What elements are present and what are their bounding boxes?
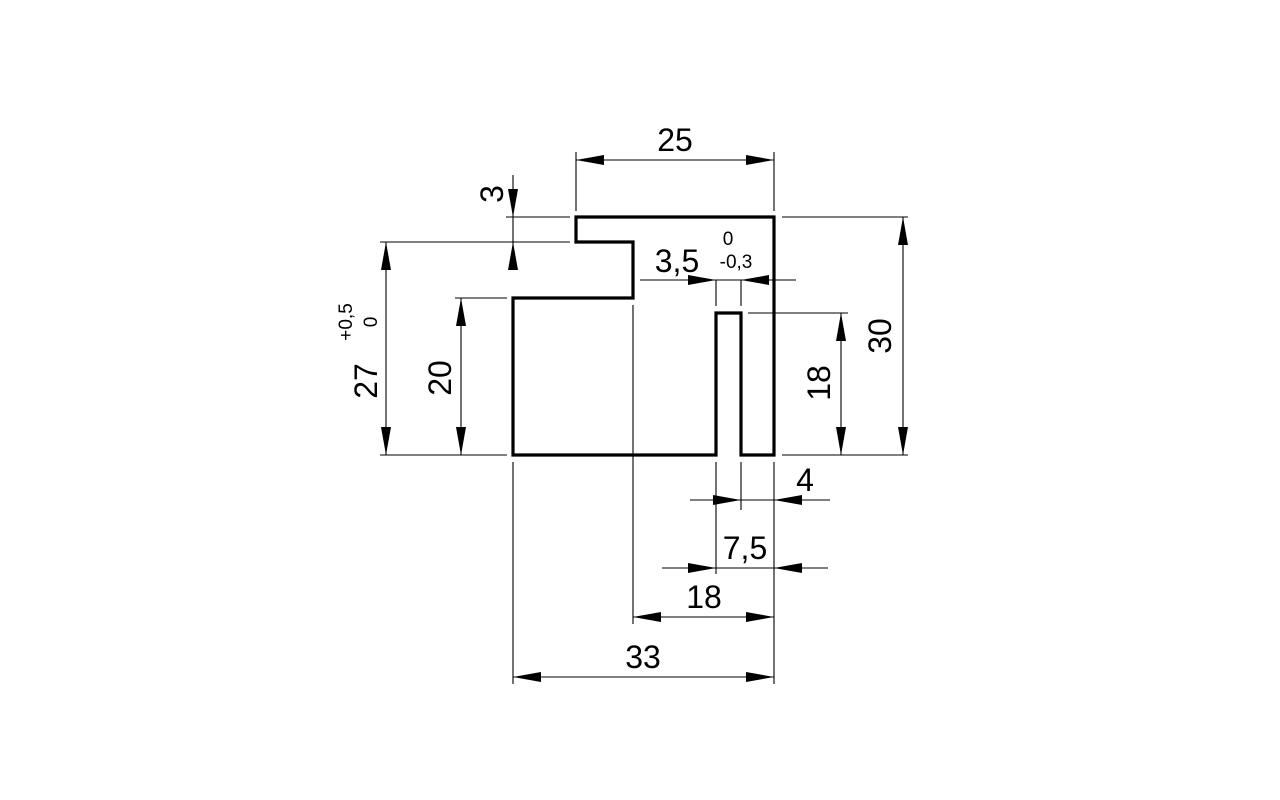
dim-tol-lip-offset-lower: -0,3 bbox=[720, 252, 753, 273]
part-outline bbox=[511, 215, 776, 457]
dim-label-lip-offset: 3,5 bbox=[655, 243, 699, 279]
dim-label-height-total: 30 bbox=[862, 318, 898, 354]
dim-label-lip-thickness: 3 bbox=[474, 185, 510, 203]
dim-label-height-inner: 27 bbox=[348, 363, 384, 399]
dim-label-width-top: 25 bbox=[657, 122, 693, 158]
dim-label-slot-depth: 18 bbox=[801, 365, 837, 401]
dim-tol-lip-offset-upper: 0 bbox=[723, 229, 734, 250]
dim-label-slot-wall: 4 bbox=[796, 462, 814, 498]
dim-label-slot-position: 7,5 bbox=[723, 530, 767, 566]
dim-tol-height-inner-lower: 0 bbox=[361, 317, 382, 328]
dim-label-height-left: 20 bbox=[422, 360, 458, 396]
dim-label-width-total: 33 bbox=[625, 639, 661, 675]
extension-lines bbox=[380, 152, 908, 684]
dim-label-step-width: 18 bbox=[686, 579, 722, 615]
dim-tol-height-inner-upper: +0,5 bbox=[336, 303, 357, 341]
dimension-lines bbox=[381, 155, 908, 682]
